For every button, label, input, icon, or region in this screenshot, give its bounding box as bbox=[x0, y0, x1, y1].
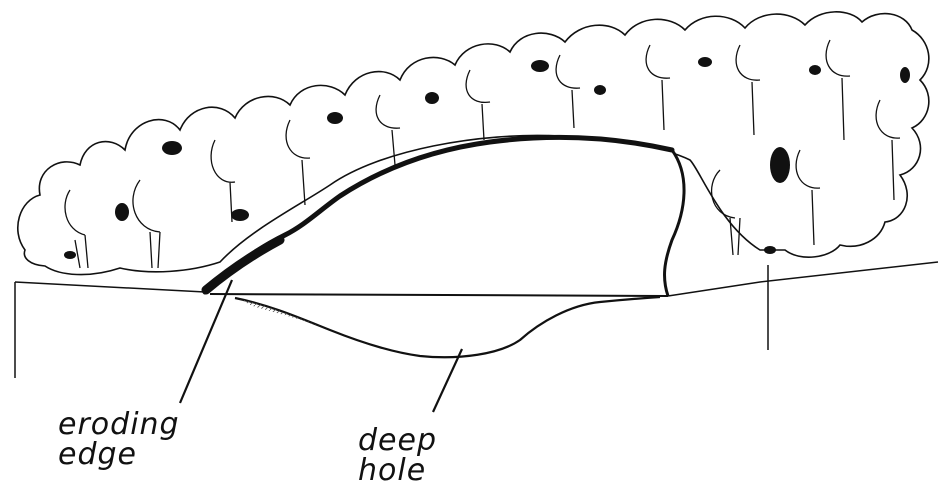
eroding-edge-label-line1: eroding bbox=[58, 410, 180, 440]
deep-hole-leader bbox=[433, 349, 462, 412]
deep-hole-label-line2: hole bbox=[358, 456, 437, 486]
deep-hole-profile bbox=[235, 297, 660, 357]
eroding-edge-leader bbox=[180, 280, 232, 403]
eroding-edge-label: eroding edge bbox=[58, 410, 180, 470]
deep-hole-label: deep hole bbox=[358, 426, 437, 486]
deep-hole-label-line1: deep bbox=[358, 426, 437, 456]
eroding-edge-label-line2: edge bbox=[58, 440, 180, 470]
